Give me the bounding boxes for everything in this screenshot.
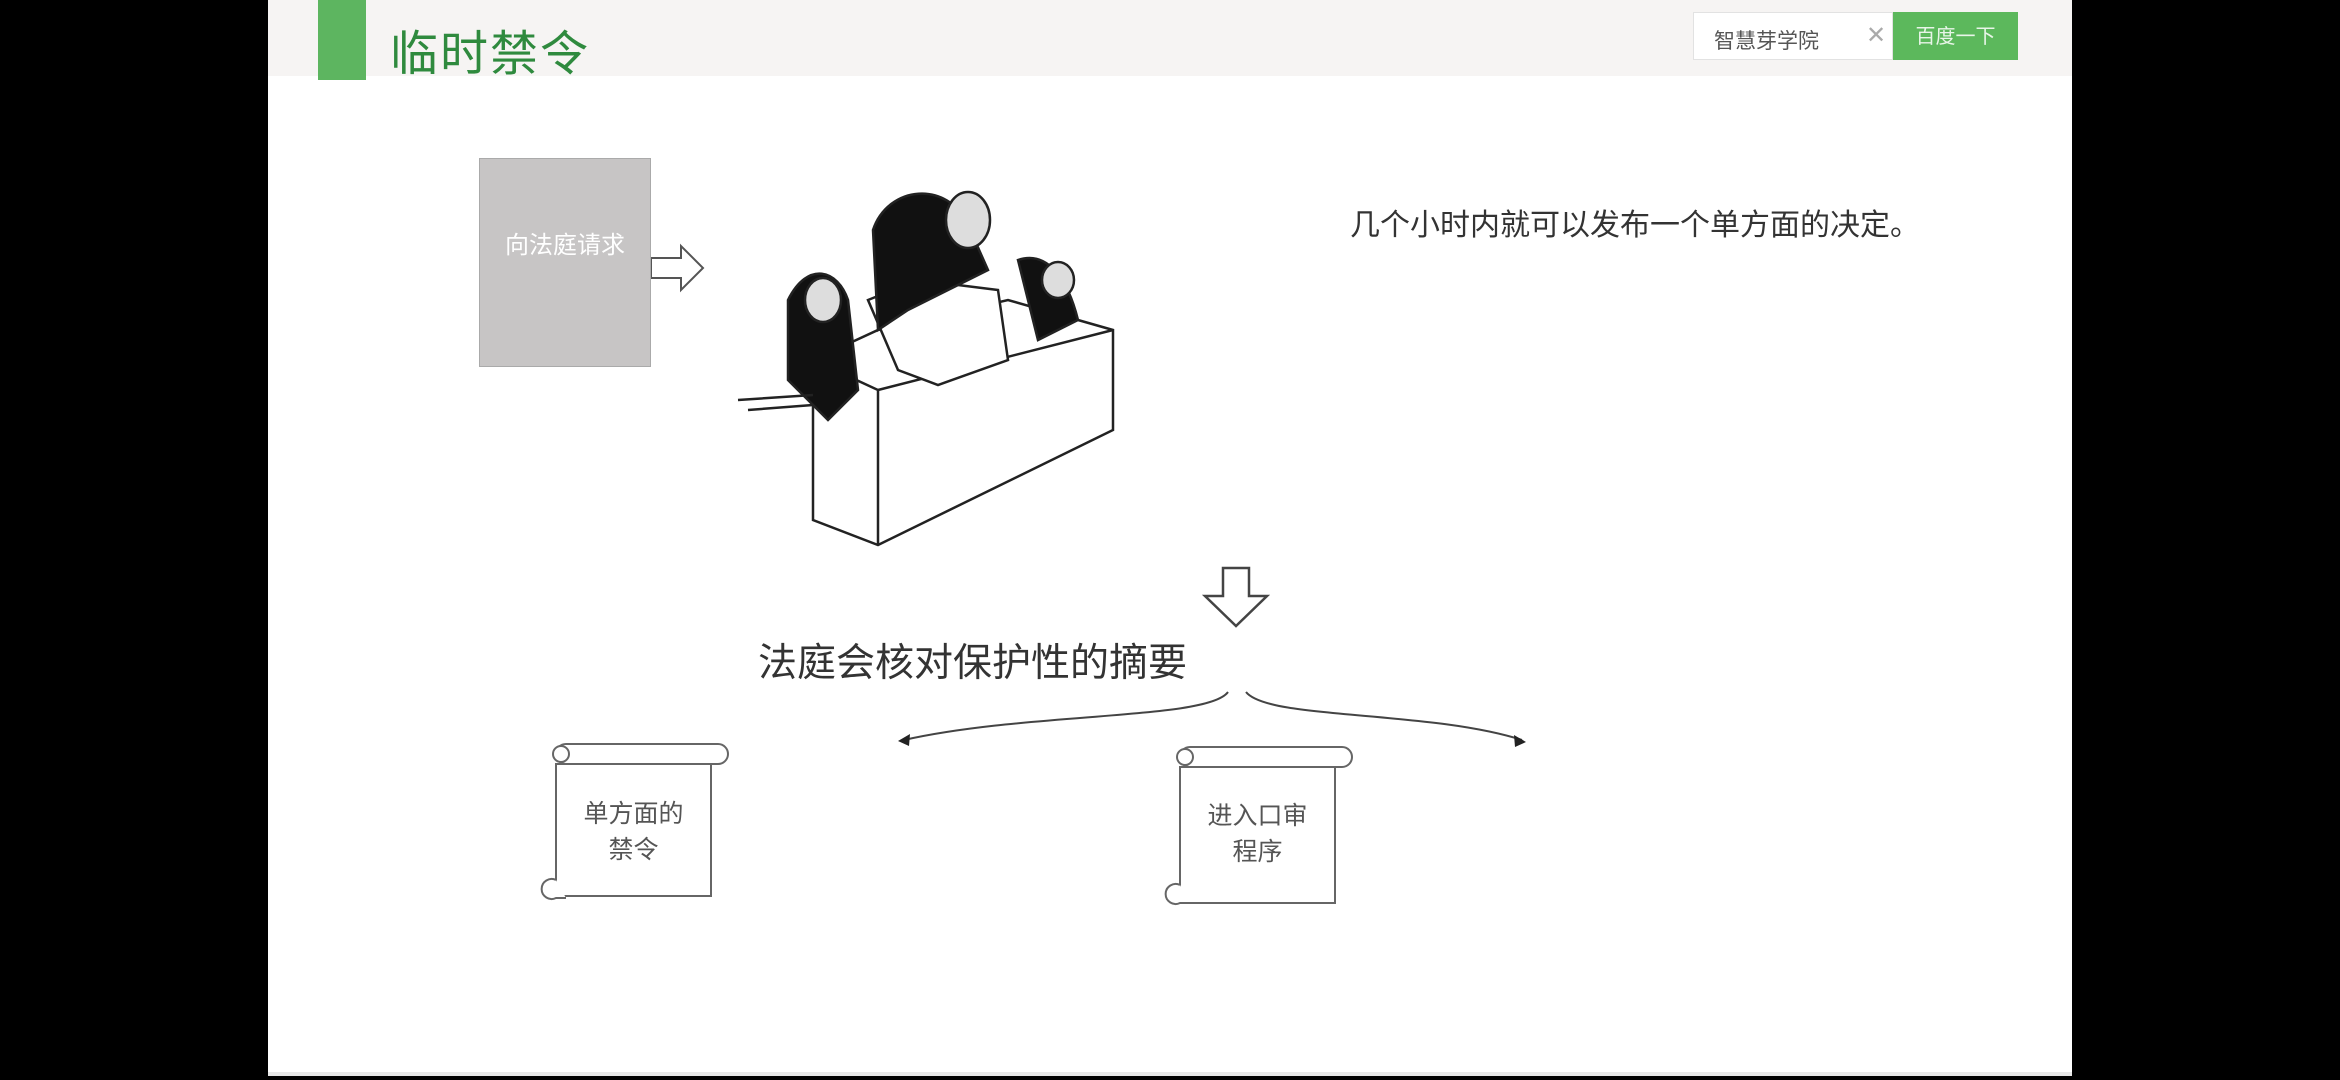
search-button[interactable]: 百度一下 bbox=[1893, 12, 2018, 60]
request-document-label: 向法庭请求 bbox=[505, 231, 625, 259]
outcome-ex-parte: 单方面的 禁令 bbox=[556, 796, 711, 868]
court-review-text: 法庭会核对保护性的摘要 bbox=[758, 641, 1188, 686]
connector-right bbox=[1245, 691, 1523, 741]
diagram-graphics bbox=[540, 190, 1526, 905]
scroll-right bbox=[1164, 746, 1353, 905]
title-accent-bar bbox=[318, 0, 366, 80]
description-text: 几个小时内就可以发布一个单方面的决定。 bbox=[1350, 208, 1920, 243]
down-arrow-icon bbox=[1201, 566, 1271, 628]
close-icon[interactable]: ✕ bbox=[1866, 21, 1887, 49]
connector-left bbox=[903, 691, 1229, 741]
outcome-line: 进入口审 bbox=[1207, 801, 1308, 830]
judges-bench-illustration bbox=[737, 190, 1115, 547]
request-document: 向法庭请求 bbox=[479, 158, 651, 367]
search-input[interactable]: 智慧芽学院 ✕ bbox=[1693, 12, 1893, 60]
slide: 临时禁令 智慧芽学院 ✕ 百度一下 bbox=[268, 0, 2072, 1076]
search-value: 智慧芽学院 bbox=[1714, 29, 1819, 53]
scroll-left bbox=[540, 743, 729, 900]
bottom-border bbox=[268, 1072, 2072, 1076]
outcome-line: 程序 bbox=[1232, 837, 1283, 866]
outcome-line: 禁令 bbox=[608, 835, 659, 864]
outcome-line: 单方面的 bbox=[583, 799, 684, 828]
page-title: 临时禁令 bbox=[390, 26, 591, 82]
right-arrow-icon bbox=[650, 243, 705, 293]
header: 临时禁令 智慧芽学院 ✕ 百度一下 bbox=[268, 0, 2072, 82]
outcome-oral-hearing: 进入口审 程序 bbox=[1180, 798, 1335, 870]
